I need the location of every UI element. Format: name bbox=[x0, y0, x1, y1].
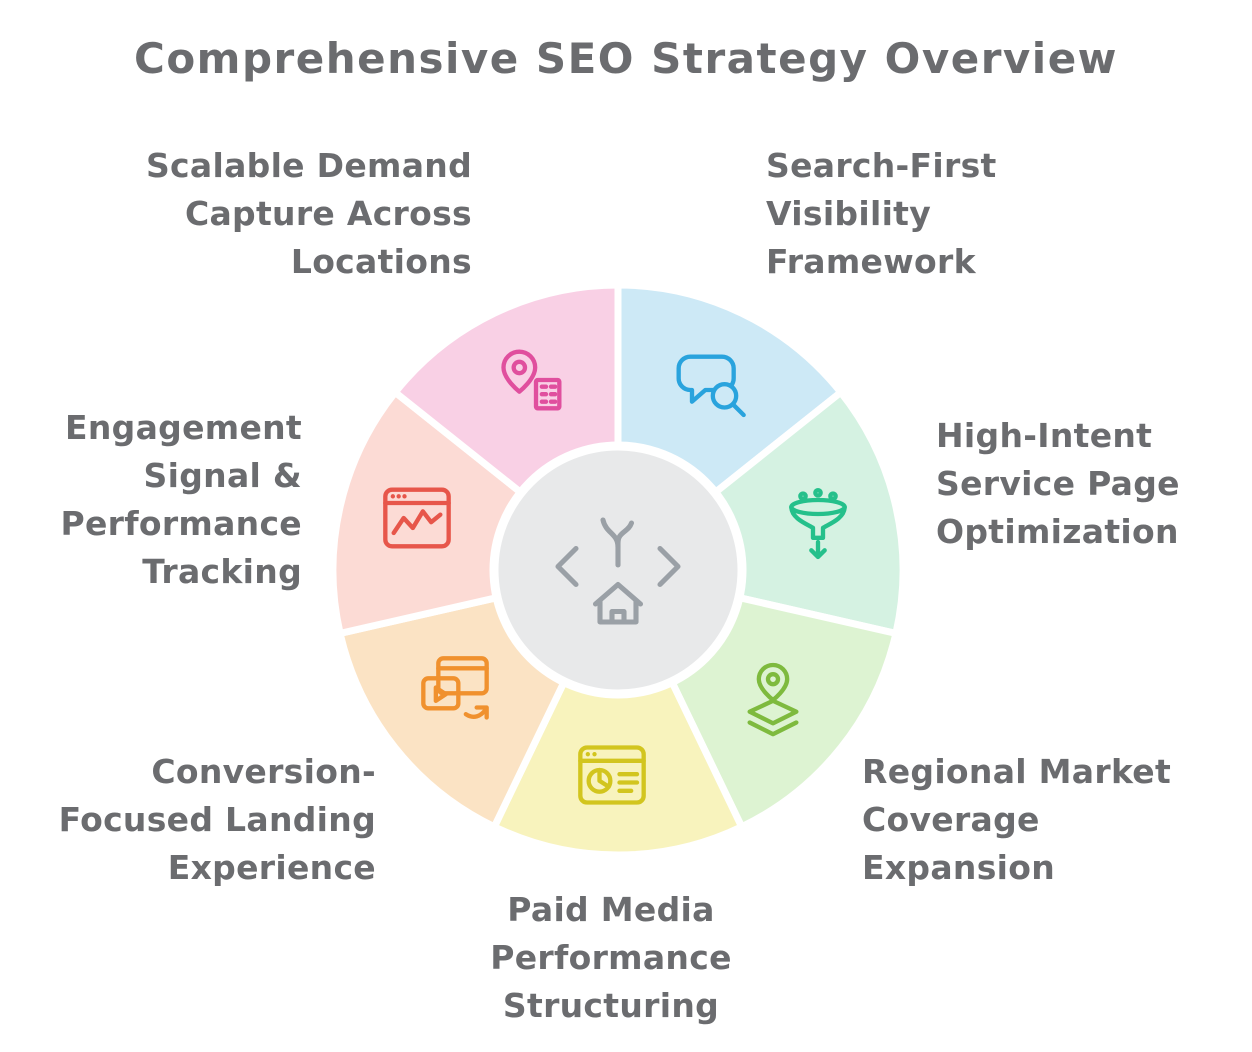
label-paid-media: Paid Media Performance Structuring bbox=[490, 890, 732, 1025]
browser-chart-icon bbox=[377, 478, 457, 558]
label-high-intent: High-Intent Service Page Optimization bbox=[936, 416, 1180, 551]
label-engagement-signal: Engagement Signal & Performance Tracking bbox=[60, 408, 302, 591]
label-regional-market: Regional Market Coverage Expansion bbox=[862, 752, 1172, 887]
label-search-first: Search-First Visibility Framework bbox=[766, 146, 997, 281]
site-structure-icon bbox=[543, 493, 693, 643]
label-scalable-demand: Scalable Demand Capture Across Locations bbox=[145, 146, 472, 281]
diagram-title: Comprehensive SEO Strategy Overview bbox=[134, 34, 1118, 83]
segment-paid-media bbox=[490, 566, 746, 859]
center-hub bbox=[489, 441, 747, 699]
map-pin-layers-icon bbox=[733, 660, 813, 740]
label-conversion-focused: Conversion- Focused Landing Experience bbox=[58, 752, 376, 887]
windows-conversion-icon bbox=[415, 650, 495, 730]
browser-pie-icon bbox=[572, 735, 652, 815]
pin-building-icon bbox=[491, 345, 571, 425]
chat-search-icon bbox=[672, 345, 752, 425]
funnel-icon bbox=[778, 487, 858, 567]
magnifier-lens bbox=[710, 382, 739, 410]
